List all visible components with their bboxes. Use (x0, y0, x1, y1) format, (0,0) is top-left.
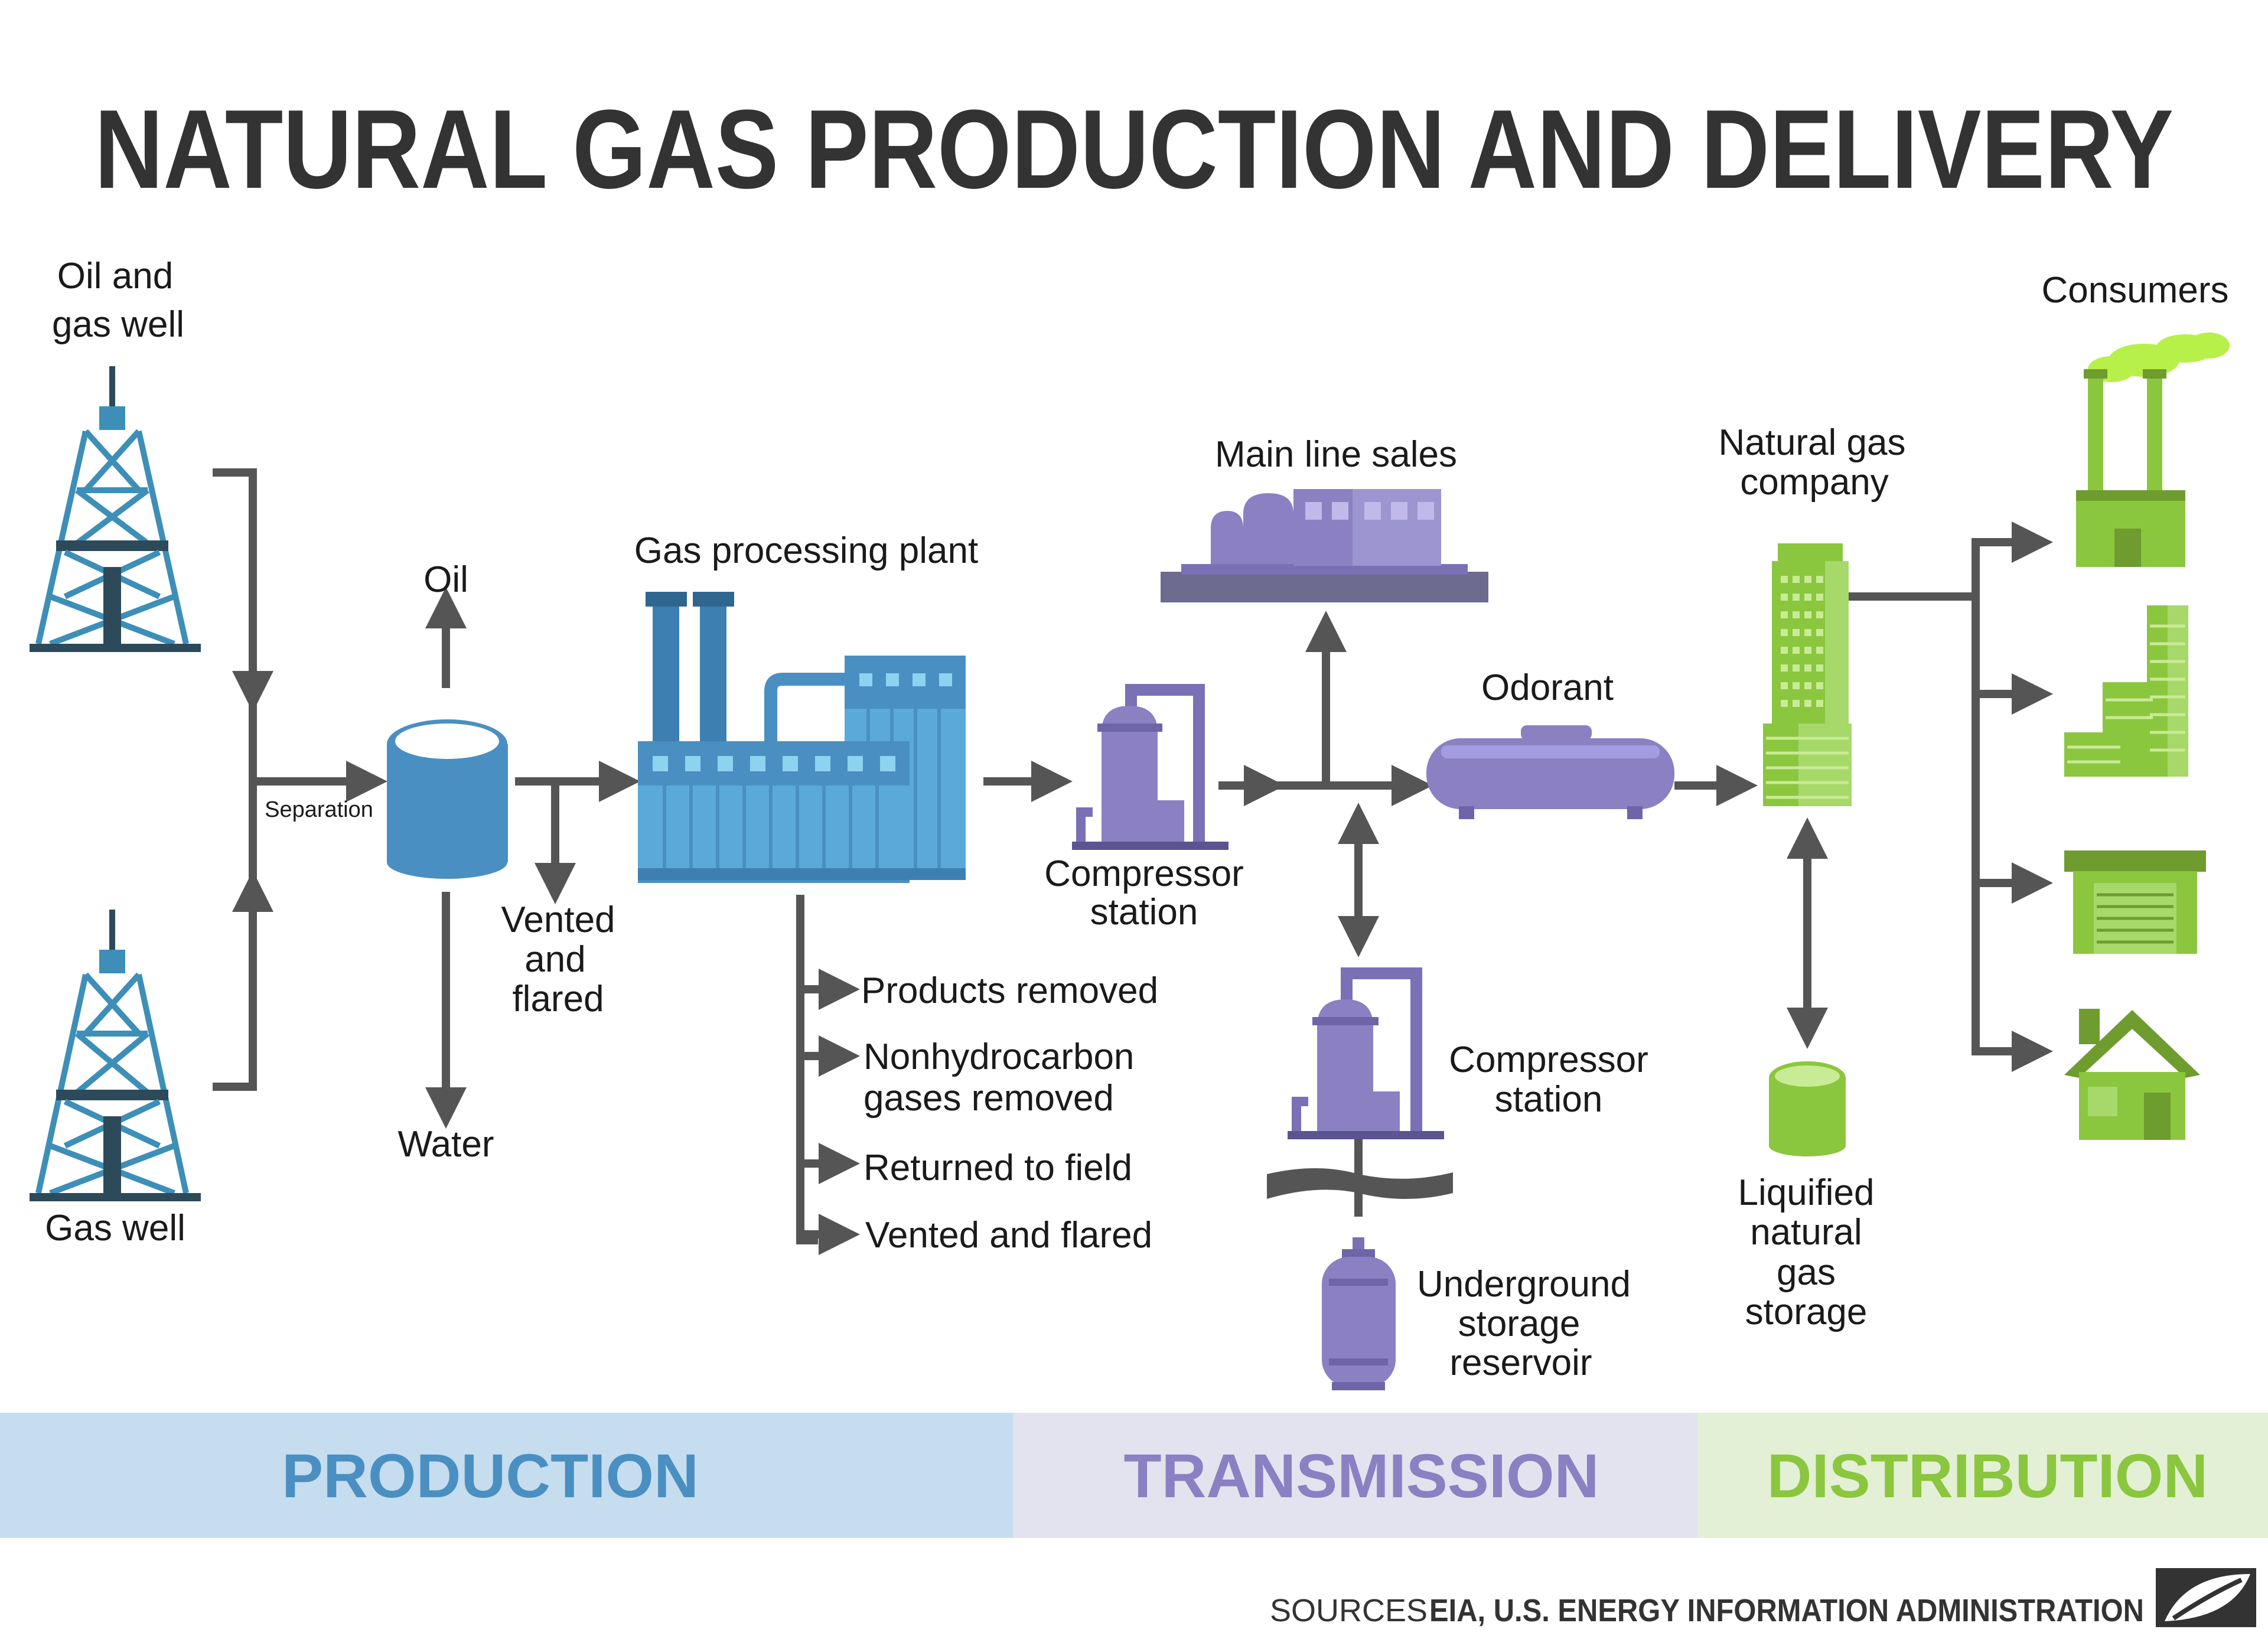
lng-storage-label-line1: Liquified (1738, 1172, 1875, 1213)
page-title: NATURAL GAS PRODUCTION AND DELIVERY (94, 87, 2174, 212)
returned-to-field-label: Returned to field (863, 1148, 1132, 1188)
main-line-sales-icon (1161, 489, 1488, 602)
main-line-sales-label: Main line sales (1215, 434, 1457, 475)
natural-gas-company-label-line1: Natural gas (1718, 422, 1905, 463)
odorant-tank-icon (1426, 725, 1674, 819)
distribution-band (1698, 1413, 2268, 1538)
products-removed-label: Products removed (861, 970, 1158, 1011)
odorant-label: Odorant (1481, 667, 1614, 708)
production-label: PRODUCTION (282, 1442, 699, 1511)
transmission-label: TRANSMISSION (1123, 1442, 1599, 1511)
oil-gas-well-icon (30, 366, 201, 652)
gas-well-icon (30, 910, 201, 1201)
underground-storage-label-line2: storage (1458, 1303, 1581, 1344)
sources-value: EIA, U.S. ENERGY INFORMATION ADMINISTRAT… (1429, 1593, 2144, 1628)
nonhydrocarbon-label-line2: gases removed (863, 1078, 1114, 1119)
separation-label: Separation (265, 797, 373, 822)
compressor-station-label-line2: station (1090, 892, 1198, 933)
lng-storage-tank-icon (1769, 1061, 1846, 1156)
separator-tank-icon (387, 719, 508, 879)
vented-label-line2: and (524, 939, 585, 980)
compressor-station-2-icon (1288, 967, 1444, 1139)
oil-gas-well-label-line1: Oil and (57, 256, 173, 296)
vented-label-line3: flared (512, 979, 604, 1019)
distribution-label: DISTRIBUTION (1767, 1442, 2208, 1511)
commercial-consumer-icon (2064, 605, 2188, 777)
sources-label: SOURCES (1270, 1593, 1428, 1628)
vented-and-flared-label: Vented and flared (865, 1215, 1152, 1256)
lng-storage-label-line2: natural (1750, 1212, 1862, 1253)
production-band (0, 1413, 1013, 1538)
natural-gas-company-building-icon (1763, 543, 1852, 806)
water-label: Water (397, 1124, 494, 1165)
leaf-logo-icon (2156, 1568, 2256, 1627)
oil-label: Oil (423, 559, 468, 600)
gas-well-label: Gas well (45, 1208, 185, 1249)
natural-gas-company-label-line2: company (1740, 462, 1889, 503)
compressor-station-label-line1: Compressor (1044, 853, 1244, 894)
lng-storage-label-line3: gas (1777, 1252, 1836, 1293)
residential-consumer-icon (2064, 1009, 2200, 1140)
compressor-station-icon (1072, 684, 1228, 850)
underground-storage-label-line1: Underground (1417, 1264, 1631, 1305)
nonhydrocarbon-label-line1: Nonhydrocarbon (863, 1037, 1134, 1077)
transmission-band (1013, 1413, 1698, 1538)
vented-label-line1: Vented (501, 900, 615, 940)
industrial-consumer-icon (2076, 333, 2230, 567)
underground-storage-label-line3: reservoir (1449, 1342, 1592, 1383)
consumers-label: Consumers (2042, 270, 2229, 311)
oil-gas-well-label-line2: gas well (52, 304, 184, 345)
ground-layer-icon (1267, 1168, 1453, 1199)
lng-storage-label-line4: storage (1745, 1292, 1868, 1332)
gas-plant-label: Gas processing plant (634, 530, 978, 571)
gas-processing-plant-icon (638, 592, 966, 883)
underground-storage-icon (1322, 1237, 1396, 1390)
flow-arrows (213, 468, 2053, 1255)
compressor-station-2-label-line1: Compressor (1449, 1039, 1648, 1080)
compressor-station-2-label-line2: station (1495, 1079, 1603, 1120)
warehouse-consumer-icon (2064, 850, 2206, 954)
